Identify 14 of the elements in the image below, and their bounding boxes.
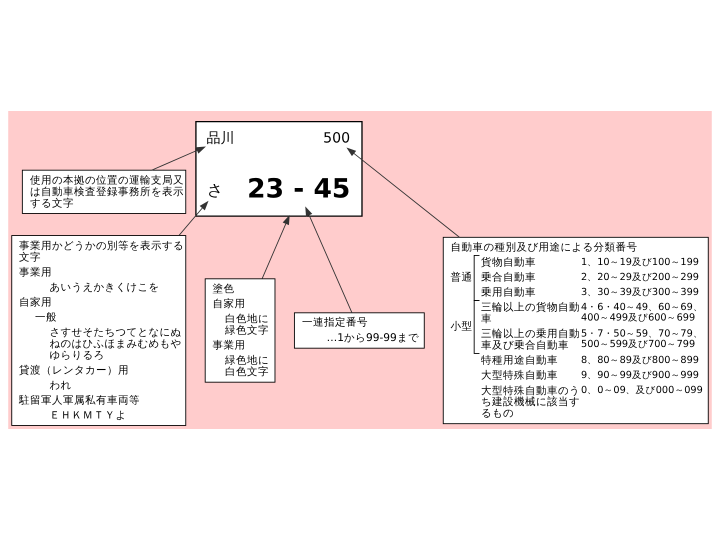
node-box: 自動車の種別及び用途による分類番号 普通 貨物自動車 1、10～19及び100～199 乗合自動車 2、20～29及び200～299 乗用自動車 3、30～39及び300～399 小型 三輪以上の貨物自動車 4・6・40～49、60～69、400～499及び600～699 三輪以上の乗用自動車及び乗合自動車 5・7・50～59、70～79、500～599及び700～799 特種用途自動車 8、80～89及び800～899 大型特殊自動車 9、90～99及び900～999 大型特殊自動車のうち建設機械に該当するもの 0、0～09、及び000～099 (442, 236, 709, 424)
node-text: 23 - 45 (247, 174, 350, 205)
node-text: 500 (323, 130, 350, 147)
node-box: 使用の本拠の位置の運輸支局又は自動車検査登録事務所を表示する文字 (22, 170, 186, 214)
arrow (305, 206, 352, 314)
arrow (346, 147, 460, 238)
node-box: 一連指定番号 …1から99-99まで (294, 312, 425, 349)
arrow (151, 146, 206, 171)
arrow (262, 214, 290, 280)
node-box: 事業用かどうかの別等を表示する文字 事業用 あいうえかきくけこを 自家用 一般 さすせそたちつてとなにぬねのはひふほまみむめもやゆらりるろ 貸渡（レンタカー）用 われ 駐留軍人軍属私有車両等 ＥＨＫＭＴＹよ (11, 235, 186, 426)
node-box: 塗色 自家用 白色地に緑色文字 事業用 緑色地に白色文字 (204, 278, 276, 383)
arrow (178, 200, 209, 236)
node-text: 品川 (206, 130, 235, 147)
node-text: さ (206, 180, 223, 200)
